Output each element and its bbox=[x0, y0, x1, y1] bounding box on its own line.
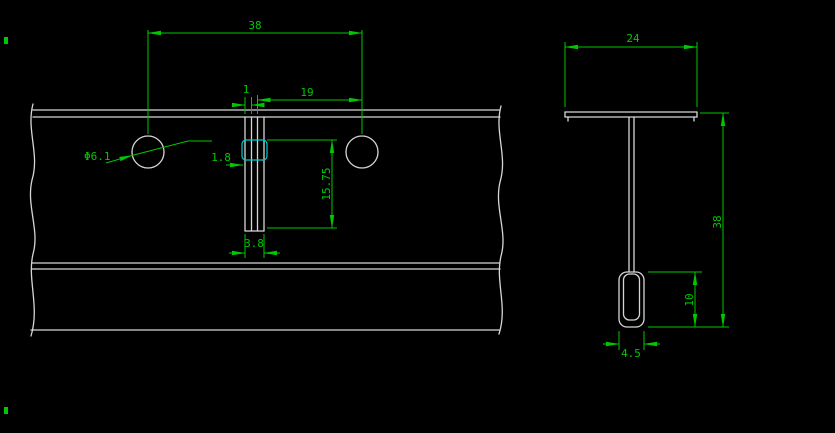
section-view: 24 38 10 4.5 bbox=[564, 32, 729, 360]
dim-label-hole-spacing: 38 bbox=[248, 19, 261, 32]
break-line-right bbox=[497, 105, 504, 335]
dim-label-slot-length: 15.75 bbox=[320, 167, 333, 200]
dim-label-bulb-height: 10 bbox=[683, 293, 696, 306]
canvas-mark-top bbox=[4, 37, 8, 44]
tab-detail-outline bbox=[241, 139, 268, 161]
dim-label-tab-offset: 1 bbox=[243, 83, 250, 96]
leader-line bbox=[105, 154, 133, 164]
hole-right bbox=[345, 135, 379, 169]
front-view: 38 19 1 1.8 15.75 3.8 Φ6.1 bbox=[29, 19, 504, 337]
hole-left bbox=[131, 135, 165, 169]
dim-label-tab-thickness: 1.8 bbox=[211, 151, 231, 164]
canvas-mark-bottom bbox=[4, 407, 8, 414]
break-line-left bbox=[29, 103, 36, 337]
bulb-outer-contour bbox=[618, 271, 645, 328]
bulb-inner-contour bbox=[622, 273, 641, 321]
dim-label-hole-to-slot: 19 bbox=[300, 86, 313, 99]
dim-label-slot-width: 3.8 bbox=[244, 237, 264, 250]
dim-label-bulb-width: 4.5 bbox=[621, 347, 641, 360]
dim-label-overall-height: 38 bbox=[711, 215, 724, 228]
leader-shoulder bbox=[132, 140, 212, 156]
hole-diameter-label: Φ6.1 bbox=[84, 150, 111, 163]
dim-label-flange-width: 24 bbox=[626, 32, 640, 45]
